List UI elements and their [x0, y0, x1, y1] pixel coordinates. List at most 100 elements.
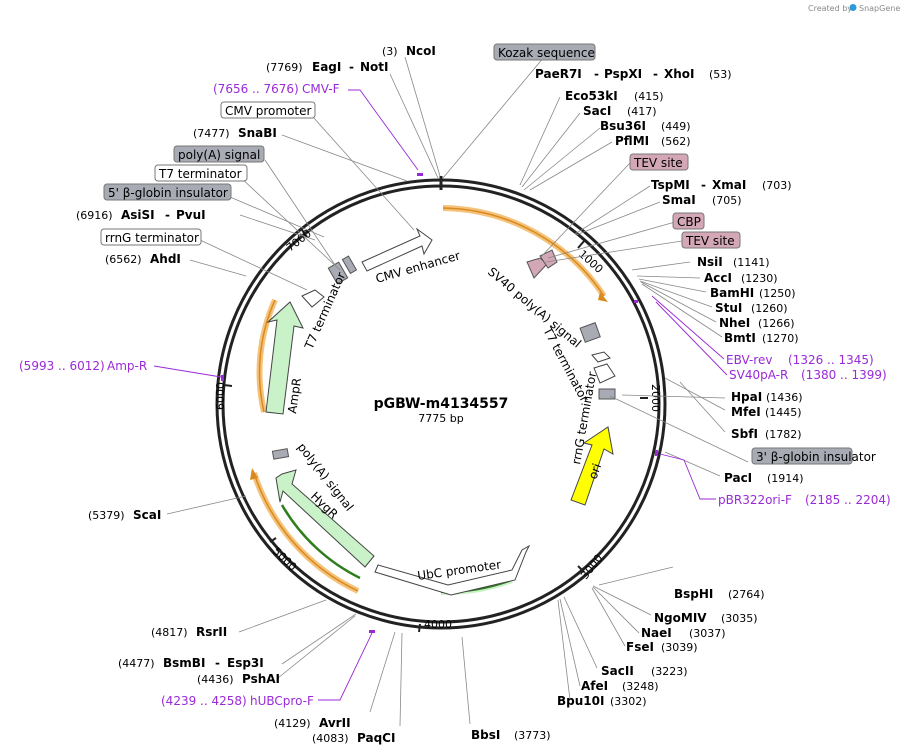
tev-site-label-1: TEV site: [633, 156, 683, 170]
sbfi-label[interactable]: SbfI: [731, 427, 758, 441]
eco53ki-pos: (415): [634, 90, 664, 103]
xhoi-pos: (53): [709, 68, 732, 81]
rrng-terminator-box[interactable]: [100, 228, 202, 246]
tick-mark-5000: [269, 537, 277, 543]
sacii-pos: (3223): [651, 665, 688, 678]
tick-5000: 5000: [270, 545, 299, 574]
naei-label[interactable]: NaeI: [641, 626, 672, 640]
hubcpro-primer-marker: [369, 630, 375, 633]
bglobin-5-box[interactable]: [103, 183, 232, 201]
ncoi-label[interactable]: NcoI: [406, 44, 436, 58]
paci-label[interactable]: PacI: [724, 471, 752, 485]
xmai-label[interactable]: XmaI: [712, 178, 746, 192]
bsmbi-label[interactable]: BsmBI: [163, 656, 205, 670]
hpai-pos: (1436): [766, 391, 803, 404]
noti-label[interactable]: NotI: [360, 60, 389, 74]
pspxi-label[interactable]: PspXI: [604, 67, 642, 81]
saci-label[interactable]: SacI: [583, 104, 611, 118]
esp3i-label[interactable]: Esp3I: [227, 656, 264, 670]
naei-pos: (3037): [689, 627, 726, 640]
sv40pa-primer-name[interactable]: SV40pA-R: [729, 368, 788, 382]
pbr322-primer-range: (2185 .. 2204): [805, 493, 891, 507]
ampr-primer-name[interactable]: Amp-R: [107, 359, 147, 373]
hubcpro-primer-name[interactable]: hUBCpro-F: [250, 694, 314, 708]
tick-mark-7000: [301, 229, 308, 238]
asisi-label[interactable]: AsiSI: [121, 208, 155, 222]
fsei-label[interactable]: FseI: [626, 640, 654, 654]
eagi-label[interactable]: EagI: [312, 60, 341, 74]
cmvf-primer-name[interactable]: CMV-F: [302, 82, 340, 96]
pflmi-label[interactable]: PflMI: [615, 134, 649, 148]
hygr-arrow[interactable]: [275, 469, 375, 568]
sacii-label[interactable]: SacII: [601, 664, 634, 678]
cbp-box[interactable]: [672, 212, 705, 230]
paer7i-label[interactable]: PaeR7I: [535, 67, 582, 81]
tick-6000: 6000: [214, 382, 227, 410]
ampr-primer-marker: [221, 375, 224, 381]
stui-label[interactable]: StuI: [715, 301, 742, 315]
ubc-promoter-arrow[interactable]: [374, 544, 531, 596]
polya-signal-label: poly(A) signal: [178, 148, 260, 162]
tick-mark-3000: [577, 565, 585, 573]
cmv-enhancer-arrow[interactable]: [361, 227, 433, 272]
bmti-label[interactable]: BmtI: [724, 331, 756, 345]
saci-pos: (417): [627, 105, 657, 118]
afei-label[interactable]: AfeI: [581, 679, 608, 693]
nhei-label[interactable]: NheI: [719, 316, 750, 330]
smai-label[interactable]: SmaI: [662, 193, 696, 207]
polya-signal-box[interactable]: [173, 145, 265, 163]
nsii-label[interactable]: NsiI: [697, 255, 723, 269]
tev-site-box-2[interactable]: [681, 231, 741, 249]
ori-arrow[interactable]: [570, 426, 614, 506]
t7-term-arrow-left: [301, 289, 325, 308]
acci-label[interactable]: AccI: [704, 271, 732, 285]
scai-label[interactable]: ScaI: [133, 508, 161, 522]
ahdi-pos: (6562): [105, 253, 142, 266]
feature-t7-left-label: T7 terminator: [302, 270, 349, 352]
sv40-arrow: [591, 351, 611, 363]
pshai-pos: (4436): [197, 673, 234, 686]
pvui-label[interactable]: PvuI: [176, 208, 206, 222]
cmvf-primer-marker: [417, 173, 423, 176]
pbr322-primer-marker: [655, 450, 658, 456]
paqci-label[interactable]: PaqCI: [357, 731, 395, 745]
hpai-label[interactable]: HpaI: [731, 390, 762, 404]
nsii-pos: (1141): [733, 256, 770, 269]
tspmi-label[interactable]: TspMI: [651, 178, 690, 192]
t7-terminator-box[interactable]: [154, 164, 248, 182]
bsu36i-label[interactable]: Bsu36I: [600, 119, 646, 133]
ngomiv-label[interactable]: NgoMIV: [654, 611, 707, 625]
bglobin-3-box[interactable]: [751, 447, 853, 465]
tev-site-label-2: TEV site: [685, 234, 735, 248]
bamhi-label[interactable]: BamHI: [710, 286, 754, 300]
polya-block-left: [271, 448, 290, 460]
afei-pos: (3248): [622, 680, 659, 693]
sv40pa-primer-range: (1380 .. 1399): [801, 368, 887, 382]
bbsi-label[interactable]: BbsI: [471, 728, 500, 742]
ampr-arrow[interactable]: [265, 301, 304, 415]
xhoi-label[interactable]: XhoI: [664, 67, 695, 81]
pbr322-primer-name[interactable]: pBR322ori-F: [718, 493, 792, 507]
bpu10i-pos: (3302): [610, 695, 647, 708]
plasmid-name: pGBW-m4134557: [374, 396, 509, 412]
eco53ki-label[interactable]: Eco53kI: [565, 89, 618, 103]
bsphi-label[interactable]: BspHI: [674, 587, 713, 601]
asisi-pvui-sep: -: [165, 208, 170, 222]
avrii-label[interactable]: AvrII: [319, 716, 351, 730]
tev-site-box-1[interactable]: [629, 153, 689, 171]
ahdi-label[interactable]: AhdI: [150, 252, 181, 266]
kozak-box[interactable]: [493, 43, 596, 61]
ebvrev-primer-name[interactable]: EBV-rev: [726, 353, 772, 367]
snabi-label[interactable]: SnaBI: [238, 126, 277, 140]
mfei-label[interactable]: MfeI: [731, 405, 761, 419]
rrng-terminator-label: rrnG terminator: [105, 231, 199, 245]
bbsi-pos: (3773): [514, 729, 551, 742]
pshai-label[interactable]: PshAI: [242, 672, 280, 686]
ebvrev-primer-range: (1326 .. 1345): [788, 353, 874, 367]
bpu10i-label[interactable]: Bpu10I: [557, 694, 604, 708]
cmv-promoter-box[interactable]: [220, 101, 316, 119]
rsrii-label[interactable]: RsrII: [196, 625, 227, 639]
feature-ori-label: ori: [586, 462, 604, 481]
bglobin-block-right: [579, 322, 601, 343]
plasmid-size: 7775 bp: [418, 412, 463, 425]
